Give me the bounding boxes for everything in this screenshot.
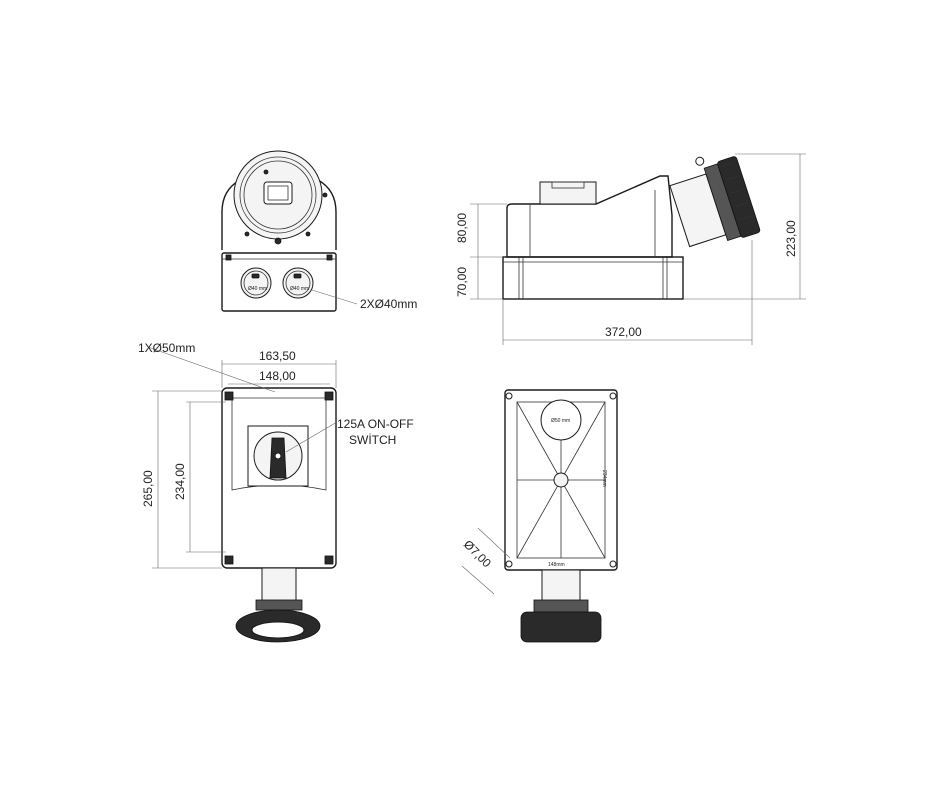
top-view: Ø40 mm Ø40 mm 2XØ40mm bbox=[221, 150, 417, 312]
hole-note-1x50: 1XØ50mm bbox=[138, 341, 195, 355]
side-lower-box bbox=[502, 256, 684, 300]
gland-left: Ø40 mm bbox=[240, 267, 272, 299]
dim-total-length: 372,00 bbox=[605, 325, 642, 339]
switch-note-line1: 125A ON-OFF bbox=[337, 417, 414, 431]
switch-note-line2: SWİTCH bbox=[349, 433, 396, 447]
socket-lid-window bbox=[263, 181, 293, 205]
side-socket bbox=[669, 156, 761, 248]
side-lid bbox=[506, 175, 673, 258]
dim-outer-width: 163,50 bbox=[259, 349, 296, 363]
gland-mark: Ø40 mm bbox=[290, 286, 309, 292]
dim-outer-height: 265,00 bbox=[141, 470, 155, 507]
enclosure-top-box bbox=[221, 252, 337, 312]
gland-right: Ø40 mm bbox=[282, 267, 314, 299]
inner-width-mark: 148mm bbox=[548, 562, 565, 568]
rear-view: Ø50 mm 234mm 148mm Ø7,00 bbox=[461, 389, 618, 643]
rear-top-gland bbox=[540, 399, 582, 441]
gland-mark-top: Ø50 mm bbox=[551, 418, 570, 424]
hole-note-2x40: 2XØ40mm bbox=[360, 297, 417, 311]
rear-socket-ring bbox=[520, 611, 602, 643]
front-view: 1XØ50mm 125A ON-OFF SWİTCH 163,50 148,00… bbox=[138, 341, 414, 643]
gland-mark: Ø40 mm bbox=[248, 286, 267, 292]
dim-inner-height: 234,00 bbox=[173, 463, 187, 500]
side-view: 80,00 70,00 223,00 372,00 bbox=[455, 153, 806, 345]
dim-hole-7: Ø7,00 bbox=[461, 537, 494, 570]
side-top-gland bbox=[539, 181, 597, 205]
dim-lower-height: 70,00 bbox=[455, 267, 469, 297]
dim-inner-width: 148,00 bbox=[259, 369, 296, 383]
dim-upper-height: 80,00 bbox=[455, 213, 469, 243]
dim-total-height: 223,00 bbox=[784, 220, 798, 257]
inner-height-mark: 234mm bbox=[601, 470, 607, 487]
